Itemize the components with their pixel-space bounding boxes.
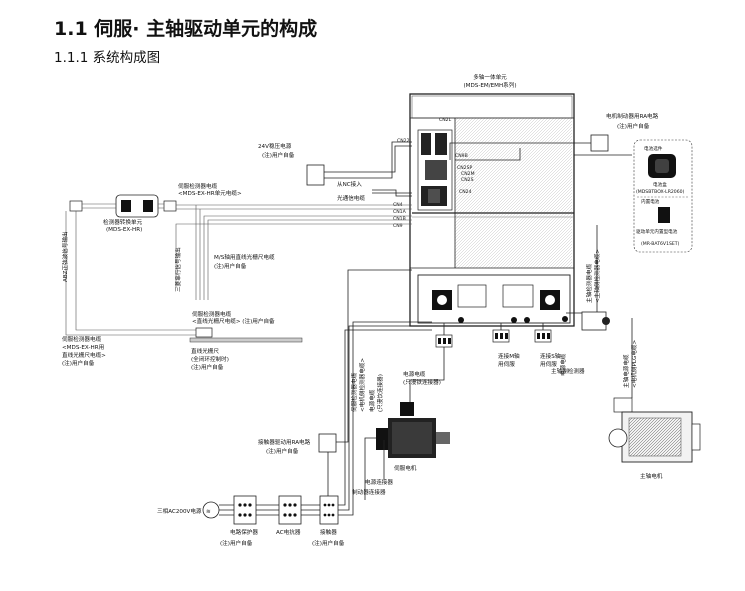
battery-case-label: 电池盒 bbox=[653, 181, 667, 188]
connector-panel bbox=[417, 129, 453, 211]
spindle-detector-cable-label: 主轴检测器电缆 bbox=[585, 263, 593, 303]
linear-scale-head bbox=[195, 327, 213, 338]
power-connector-label: 电源连接器 bbox=[365, 478, 393, 486]
battery-option-panel: 电池选件 电池盒 (MDSBTBOX-LR2060) 内置电池 驱动单元内置型电… bbox=[633, 139, 693, 253]
contactor-note: (注)用户自备 bbox=[312, 539, 345, 547]
servo-motor bbox=[376, 402, 450, 458]
brake-ra-note: (注)用户自备 bbox=[617, 122, 650, 130]
connector-cn22: CN22 bbox=[397, 138, 410, 144]
connector-cn2s: CN2S bbox=[461, 177, 474, 183]
optical-cable-label: 光通信电缆 bbox=[337, 194, 365, 202]
built-in-battery-model: (MR-BAT6V1SET) bbox=[641, 241, 680, 247]
built-in-battery-title: 内置电池 bbox=[641, 198, 660, 205]
detector-cable2-line3: 直线光栅尺电缆> bbox=[62, 351, 106, 359]
detector-cable2-line2: <MDS-EX-HR用 bbox=[62, 344, 104, 351]
linear-scale-bar bbox=[189, 337, 303, 343]
built-in-battery-icon bbox=[658, 207, 670, 223]
contactor-ra-note: (注)用户自备 bbox=[266, 447, 299, 455]
power-24v-box bbox=[306, 164, 325, 186]
ac-reactor bbox=[278, 495, 302, 525]
section-title: 1.1 伺服· 主轴驱动单元的构成 bbox=[54, 18, 318, 40]
motor-side-cable-vertical: <电机侧检测器电缆> bbox=[358, 358, 366, 412]
power-cable-vertical-2-note: (只漫饮连接器) bbox=[376, 374, 384, 412]
brake-ra-box bbox=[590, 134, 609, 152]
abz-signal-label: ABZ正弦波信号输出 bbox=[61, 231, 69, 282]
connector-cn1a: CN1A bbox=[393, 209, 407, 215]
power-cable-vertical-label: 电源电缆 bbox=[559, 353, 567, 376]
linear-scale-line3: (注)用户自备 bbox=[191, 363, 224, 371]
unit-title: 多轴一体单元 bbox=[473, 73, 507, 81]
ms-cable-note: (注)用户自备 bbox=[214, 262, 247, 270]
connector-cn9: CN9 bbox=[393, 223, 403, 229]
spindle-power-cable-model: <电机侧PLG电缆> bbox=[630, 340, 638, 388]
linear-scale-cable-label: <直线光栅尺电缆> (注)用户自备 bbox=[192, 317, 275, 325]
servo-detector-cable-vertical: 伺服检测器电缆 bbox=[350, 372, 358, 412]
connector-cn9b: CN9B bbox=[455, 153, 468, 159]
spindle-detector-label: 主轴侧检测器 bbox=[551, 367, 585, 375]
brake-connector-label: 制动器连接器 bbox=[352, 488, 386, 496]
contactor-ra-label: 接触器驱动用RA电路 bbox=[258, 438, 311, 446]
circuit-breaker bbox=[233, 495, 257, 525]
connector-cn2sp: CN2SP bbox=[457, 165, 472, 171]
detector-converter-unit bbox=[69, 194, 177, 218]
servo-detector-cable-label: 伺服检测器电缆 bbox=[192, 310, 232, 318]
nc-input-label: 从NC接入 bbox=[337, 180, 362, 188]
connect-m-axis-label: 连接M轴 bbox=[498, 352, 520, 360]
unit-model: (MDS-EM/EMH系列) bbox=[463, 81, 516, 89]
battery-case-model: (MDSBTBOX-LR2060) bbox=[636, 189, 685, 195]
power-24v-note: (注)用户自备 bbox=[262, 151, 295, 159]
power-cable-label: 电源电缆 bbox=[403, 370, 426, 378]
detector-cable2-line1: 伺服检测器电缆 bbox=[62, 335, 102, 343]
multi-axis-drive-unit bbox=[409, 93, 575, 327]
breaker-note: (注)用户自备 bbox=[220, 539, 253, 547]
linear-scale-line1: 直线光栅尺 bbox=[191, 347, 219, 355]
detector-converter-model: (MDS-EX-HR) bbox=[106, 227, 142, 233]
spindle-motor bbox=[608, 397, 701, 463]
connect-s-axis-label: 连接S轴 bbox=[540, 352, 561, 360]
connector-cn2l: CN2L bbox=[439, 117, 452, 123]
power-24v-label: 24V稳压电源 bbox=[258, 142, 292, 150]
connect-s-axis-label-2: 用伺服 bbox=[540, 360, 557, 368]
spindle-motor-label: 主轴电机 bbox=[640, 472, 663, 480]
ac-wave-icon: ≋ bbox=[206, 509, 211, 515]
terminal-block bbox=[417, 274, 571, 324]
contactor bbox=[319, 495, 339, 525]
battery-option-title: 电池选件 bbox=[644, 145, 663, 152]
contactor-ra-box bbox=[318, 433, 337, 453]
connector-cn1b: CN1B bbox=[393, 216, 406, 222]
brake-ra-label: 电机制动器用RA电路 bbox=[606, 112, 659, 120]
connector-cn2m: CN2M bbox=[461, 171, 475, 177]
detector-cable-model: <MDS-EX-HR单元电缆> bbox=[178, 189, 242, 197]
battery-case-icon bbox=[648, 154, 676, 178]
built-in-battery-label: 驱动单元内置型电池 bbox=[636, 228, 678, 235]
breaker-label: 电路保护器 bbox=[230, 528, 258, 536]
detector-cable-label: 伺服检测器电缆 bbox=[178, 182, 218, 190]
reactor-label: AC电抗器 bbox=[276, 528, 301, 536]
ms-cable-label: M/S轴用直线光栅尺电缆 bbox=[214, 253, 275, 261]
subsection-title: 1.1.1 系统构成图 bbox=[54, 50, 161, 66]
power-terminal-group bbox=[435, 329, 552, 348]
power-cable-vertical-2: 电源电缆 bbox=[368, 389, 376, 412]
serial-signal-label: 三菱串行信号输出 bbox=[174, 247, 182, 292]
power-cable-note: (只漫铁连接器) bbox=[403, 378, 441, 386]
detector-converter-label: 检测器转换单元 bbox=[103, 218, 143, 226]
connect-m-axis-label-2: 用伺服 bbox=[498, 360, 515, 368]
connector-cn24: CN24 bbox=[459, 189, 472, 195]
linear-scale-line2: (全闭环控制时) bbox=[191, 355, 229, 363]
spindle-power-cable-label: 主轴电源电缆 bbox=[622, 354, 630, 388]
detector-cable2-line4: (注)用户自备 bbox=[62, 359, 95, 367]
contactor-label: 接触器 bbox=[320, 528, 337, 536]
servo-motor-label: 伺服电机 bbox=[394, 464, 417, 472]
ac200v-label: 三相AC200V电源 bbox=[157, 507, 202, 515]
